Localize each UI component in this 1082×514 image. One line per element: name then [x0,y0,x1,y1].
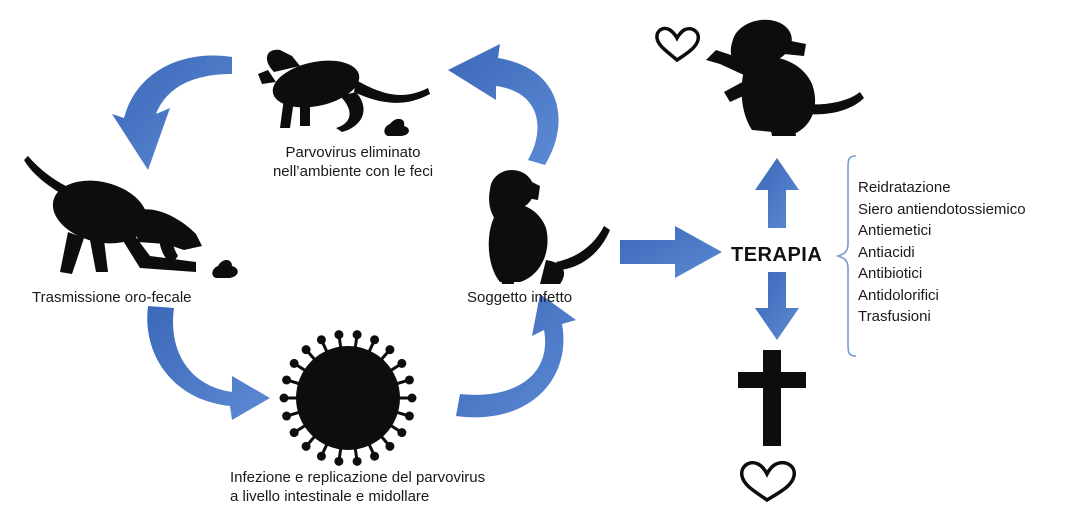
label-trasmissione: Trasmissione oro-fecale [32,289,192,306]
therapy-item: Antibiotici [858,265,923,282]
label-feci-line2: nell’ambiente con le feci [272,163,434,180]
arrow-down-to-death [755,272,799,340]
arrow-up-to-recovery [755,158,799,228]
virus-spike-tip [407,393,417,403]
cross-icon [738,350,806,446]
virus-spike-tip [397,428,407,438]
virus-spike-tip [370,335,380,345]
virus-spike-tip [282,411,292,421]
cycle-arrow-bottom-right [456,294,576,418]
virus-spike-tip [301,345,311,355]
label-feci: Parvovirus eliminato nell’ambiente con l… [258,143,448,181]
virus-spike-tip [352,330,362,340]
label-terapia: TERAPIA [731,244,823,266]
puppy-sniffing-feces-icon [24,156,238,278]
virus-spike-tip [316,335,326,345]
therapy-item: Siero antiendotossiemico [858,200,1026,218]
virus-spike-tip [282,375,292,385]
therapy-item: Reidratazione [858,179,951,196]
sitting-puppy-icon [488,170,610,284]
cycle-arrow-top-left [112,55,232,170]
virus-spike-tip [385,441,395,451]
virus-spike-tip [301,441,311,451]
therapy-item: Antidolorifici [858,286,939,304]
dog-begging-icon [706,19,864,136]
virus-spike-tip [404,411,414,421]
virus-spike-tip [279,393,289,403]
virus-spike-tip [385,345,395,355]
virus-spike-tip [334,330,344,340]
dog-defecating-icon [258,49,430,136]
virus-spike-tip [404,375,414,385]
therapy-brace [835,155,857,357]
virus-spike-tip [334,456,344,466]
arrow-to-terapia [620,226,722,278]
virus-spike-tip [316,451,326,461]
therapy-list: Reidratazione Siero antiendotossiemico A… [858,177,1026,328]
cycle-arrow-top-right [448,44,559,165]
cycle-arrow-bottom-left [147,306,270,420]
label-feci-line1: Parvovirus eliminato [285,144,421,161]
virus-spike-tip [370,451,380,461]
therapy-item: Antiacidi [858,243,915,261]
label-infezione-line2: a livello intestinale e midollare [230,488,430,505]
heart-icon [740,461,796,503]
virus-spike-tip [397,358,407,368]
label-infezione: Infezione e replicazione del parvovirus … [230,468,485,506]
virus-spike-tip [289,428,299,438]
therapy-item: Antiemetici [858,222,932,239]
virus-icon [279,330,417,466]
virus-spike-tip [289,358,299,368]
label-infezione-line1: Infezione e replicazione del parvovirus [230,469,486,486]
heart-icon [655,26,701,63]
label-soggetto: Soggetto infetto [467,289,573,306]
virus-spike-tip [352,456,362,466]
therapy-item: Trasfusioni [858,308,931,325]
